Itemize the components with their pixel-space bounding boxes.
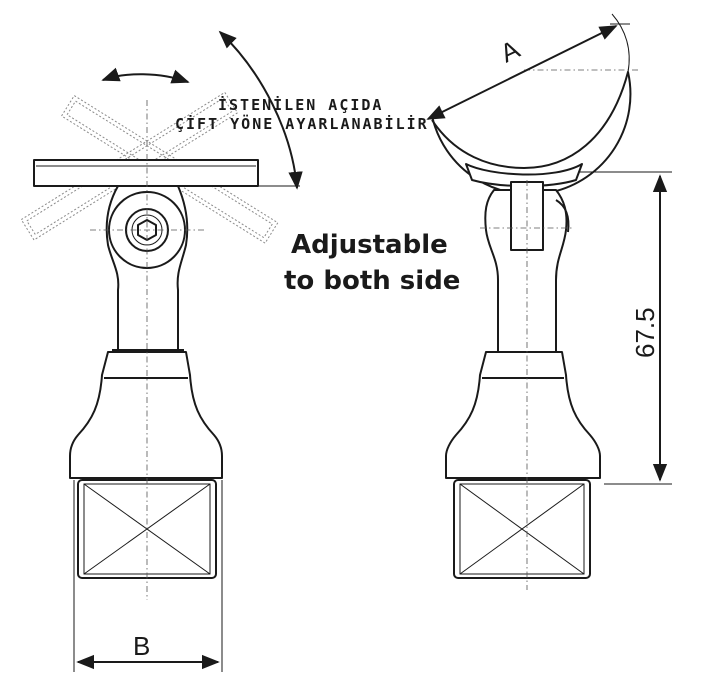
caption-line1: Adjustable (291, 230, 448, 260)
bell-housing (69, 351, 223, 479)
dimension-a-line (426, 25, 618, 120)
caption-line2: to both side (284, 266, 460, 296)
annotation-line1: İSTENİLEN AÇIDA (218, 95, 383, 114)
rotation-arrow-right (218, 30, 303, 190)
dimension-height (578, 171, 672, 485)
left-view (20, 30, 303, 672)
dimension-b-label: B (133, 631, 150, 661)
saddle-bar (33, 159, 259, 187)
dimension-height-label: 67.5 (630, 307, 660, 358)
dimension-b (73, 480, 223, 672)
cup-arc-extension (611, 13, 630, 73)
neck (112, 290, 184, 351)
right-view (426, 13, 672, 590)
annotation-line2: ÇİFT YÖNE AYARLANABİLİR (175, 114, 429, 133)
rotation-arrow-left (101, 67, 190, 84)
dimension-a-label: A (495, 34, 524, 69)
saddle-cup (431, 71, 632, 196)
right-square-insert (453, 479, 591, 579)
right-bell-housing (445, 351, 601, 479)
